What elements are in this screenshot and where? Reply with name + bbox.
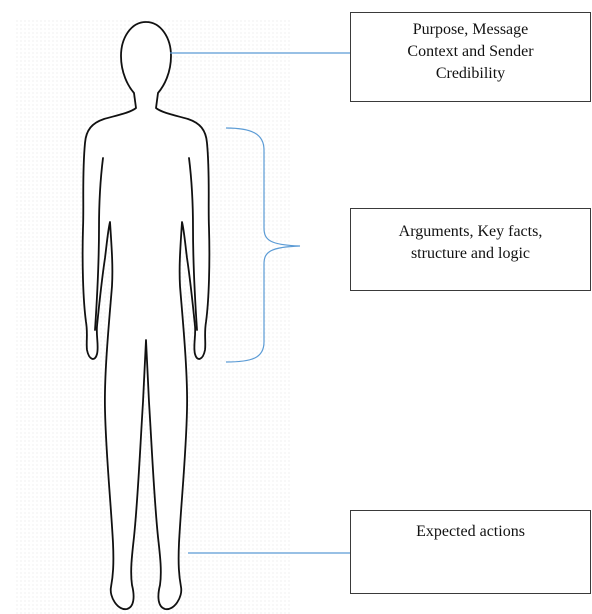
label-line: Purpose, Message bbox=[413, 19, 529, 41]
label-line: Arguments, Key facts, bbox=[399, 221, 543, 243]
arguments-label-box: Arguments, Key facts, structure and logi… bbox=[350, 208, 591, 291]
label-line: Expected actions bbox=[416, 521, 525, 543]
expected-actions-label-box: Expected actions bbox=[350, 510, 591, 594]
label-line: Context and Sender bbox=[407, 41, 533, 63]
purpose-message-label-box: Purpose, Message Context and Sender Cred… bbox=[350, 12, 591, 102]
label-line: structure and logic bbox=[411, 243, 530, 265]
label-line: Credibility bbox=[436, 63, 505, 85]
